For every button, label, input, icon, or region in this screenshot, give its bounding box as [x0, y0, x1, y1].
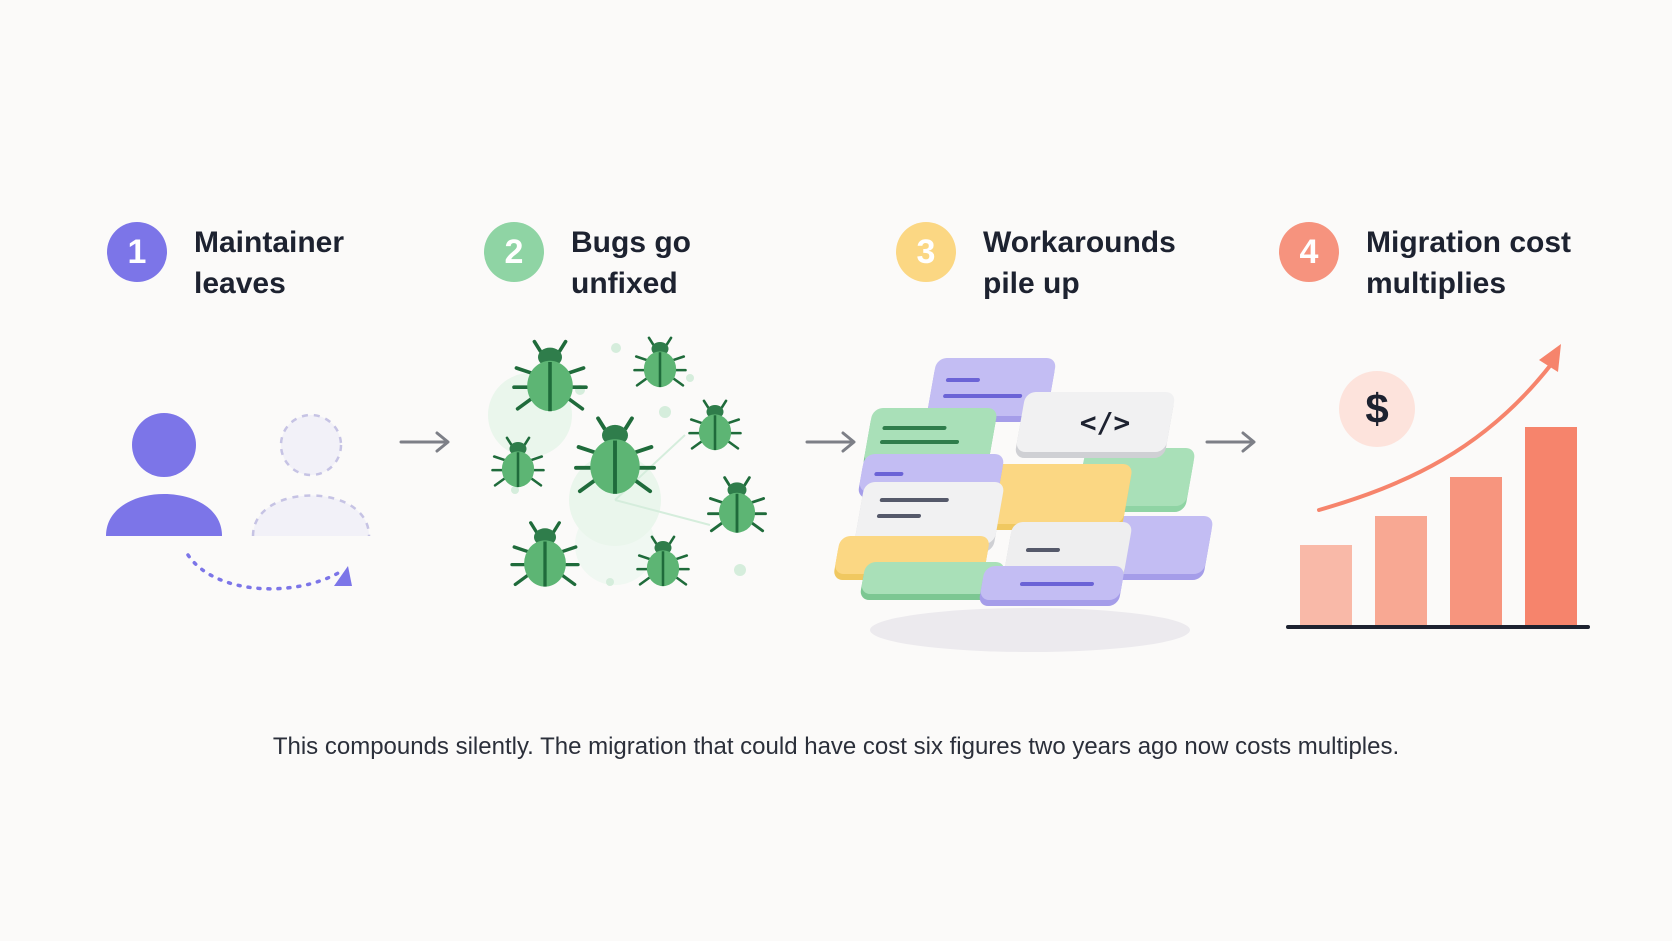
- step-4-title-line1: Migration cost: [1366, 226, 1572, 259]
- step-1-title: Maintainer leaves: [194, 222, 344, 304]
- step-2-title: Bugs go unfixed: [571, 222, 691, 304]
- caption: This compounds silently. The migration t…: [272, 733, 1400, 760]
- step-3-title-line2: pile up: [983, 267, 1080, 300]
- step-3: 3 Workarounds pile up: [896, 222, 1176, 304]
- step-4-title-line2: multiplies: [1366, 267, 1507, 300]
- arrow-right-icon: [399, 431, 450, 453]
- arrow-right-icon: [1205, 431, 1256, 453]
- step-1-title-line2: leaves: [194, 267, 286, 300]
- step-3-title: Workarounds pile up: [983, 222, 1176, 304]
- step-1-badge: 1: [107, 222, 167, 282]
- step-2-badge: 2: [484, 222, 544, 282]
- stacked-code-cards-icon: </>: [834, 358, 1213, 652]
- step-2-title-line1: Bugs go: [571, 226, 691, 259]
- step-2-title-line2: unfixed: [571, 267, 678, 300]
- step-3-badge: 3: [896, 222, 956, 282]
- step-4-title: Migration cost multiplies: [1366, 222, 1571, 304]
- bugs-icon: [488, 336, 767, 589]
- step-3-title-line1: Workarounds: [983, 226, 1176, 259]
- step-1: 1 Maintainer leaves: [107, 222, 344, 304]
- dollar-icon: $: [1365, 385, 1388, 432]
- step-2: 2 Bugs go unfixed: [484, 222, 691, 304]
- step-1-title-line1: Maintainer: [194, 226, 345, 259]
- arrow-right-icon: [805, 431, 856, 453]
- person-leaving-icon: [106, 413, 371, 591]
- step-4-badge: 4: [1279, 222, 1339, 282]
- step-4: 4 Migration cost multiplies: [1279, 222, 1571, 304]
- code-symbol: </>: [1080, 406, 1131, 439]
- rising-cost-chart-icon: $: [1286, 344, 1590, 629]
